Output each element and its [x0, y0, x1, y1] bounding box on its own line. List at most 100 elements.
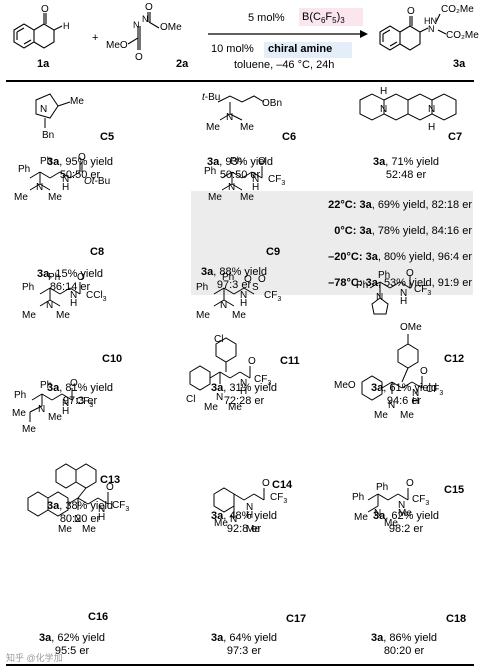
svg-text:MeO: MeO [334, 380, 356, 391]
yield-c17: 3a, 64% yield [210, 632, 278, 644]
yield-c7: 3a, 71% yield [372, 156, 440, 168]
cat1-name: B(C6F5)3 [302, 11, 345, 26]
bottom-rule [6, 664, 474, 666]
svg-text:O: O [406, 478, 414, 489]
svg-text:O: O [145, 2, 153, 13]
svg-text:CO₂Me: CO₂Me [441, 4, 474, 15]
svg-text:Ph: Ph [204, 166, 216, 177]
temp-result-2: 3a, 78% yield, 84:16 er [359, 225, 472, 237]
svg-text:Me: Me [232, 310, 246, 321]
cat-label-c5: C5 [100, 131, 115, 143]
svg-text:Me: Me [82, 524, 96, 535]
label-3a: 3a [453, 58, 466, 70]
er-c8: 86:14 er [49, 281, 91, 293]
svg-text:H: H [70, 298, 77, 309]
svg-text:N: N [133, 20, 140, 30]
svg-text:O: O [248, 356, 256, 367]
svg-text:H: H [400, 296, 407, 307]
er-c10: 97:3 er [62, 395, 98, 407]
label-1a: 1a [37, 58, 50, 70]
svg-text:CF3: CF3 [414, 284, 431, 297]
svg-text:H: H [63, 21, 70, 31]
yield-c14: 3a, 48% yield [210, 510, 278, 522]
watermark: 知乎 @化学加 [6, 653, 63, 663]
svg-text:Ph: Ph [40, 380, 52, 391]
cat-label-c16: C16 [88, 611, 109, 623]
cat-label-c8: C8 [90, 246, 105, 258]
svg-text:Me: Me [206, 122, 220, 133]
svg-text:Me: Me [22, 310, 36, 321]
cat-label-c12: C12 [444, 353, 465, 365]
yield-c5: 3a, 95% yield [46, 156, 114, 168]
svg-text:N: N [230, 514, 237, 525]
er-c13: 80:20 er [59, 513, 101, 525]
reaction-scheme: O H MeO O N N O OMe O HN CO₂Me N CO₂Me [13, 2, 479, 63]
svg-text:Me: Me [14, 192, 28, 203]
er-c15: 98:2 er [388, 523, 424, 535]
yield-c18: 3a, 86% yield [370, 632, 438, 644]
svg-text:N: N [240, 290, 247, 301]
svg-text:H: H [62, 406, 69, 417]
svg-text:Ph: Ph [222, 272, 234, 283]
svg-text:Cl: Cl [186, 394, 195, 405]
svg-text:N: N [62, 174, 69, 185]
svg-text:O: O [407, 6, 415, 17]
svg-text:CF3: CF3 [270, 492, 287, 505]
svg-text:Ph: Ph [356, 280, 368, 291]
cat2-highlight [264, 42, 352, 58]
svg-text:CO₂Me: CO₂Me [446, 30, 479, 41]
cat-label-c14: C14 [272, 479, 293, 491]
svg-text:Me: Me [48, 412, 62, 423]
svg-text:OMe: OMe [160, 22, 182, 33]
svg-text:H: H [380, 86, 387, 97]
svg-text:OBn: OBn [262, 98, 282, 109]
cat-label-c9: C9 [266, 246, 281, 258]
svg-text:Me: Me [240, 192, 254, 203]
cat1-highlight [299, 8, 363, 26]
svg-text:N: N [398, 500, 405, 511]
svg-text:H: H [240, 386, 247, 397]
er-c7: 52:48 er [385, 169, 427, 181]
svg-text:Ph: Ph [196, 282, 208, 293]
er-c18: 80:20 er [383, 645, 425, 657]
svg-text:N: N [142, 14, 149, 24]
svg-text:Me: Me [12, 408, 26, 419]
yield-c16: 3a, 62% yield [38, 632, 106, 644]
er-c11: 72:28 er [223, 395, 265, 407]
svg-text:N: N [74, 514, 81, 525]
svg-text:N: N [98, 504, 105, 515]
er-c17: 97:3 er [226, 645, 262, 657]
yield-c9: 3a, 88% yield [200, 266, 268, 278]
cat2-loading: 10 mol% [211, 43, 254, 55]
svg-text:N: N [400, 288, 407, 299]
svg-text:CF3: CF3 [254, 374, 271, 387]
svg-text:N: N [220, 300, 227, 311]
svg-text:N: N [36, 182, 43, 193]
svg-text:Ph: Ph [376, 482, 388, 493]
svg-text:Me: Me [400, 410, 414, 421]
svg-text:N: N [40, 104, 47, 115]
svg-text:Ot-Bu: Ot-Bu [84, 176, 110, 187]
svg-text:H: H [252, 182, 259, 193]
svg-text:Me: Me [384, 518, 398, 529]
temp-result-1: 3a, 69% yield, 82:18 er [359, 199, 472, 211]
svg-text:OMe: OMe [400, 322, 422, 333]
svg-text:CF3: CF3 [268, 174, 285, 187]
temp-result-4: 3a, 53% yield, 91:9 er [365, 277, 472, 289]
svg-text:MeO: MeO [106, 40, 128, 51]
svg-text:Me: Me [398, 508, 412, 519]
svg-text:Me: Me [214, 518, 228, 529]
temp-row-3: –20°C: 3a, 80% yield, 96:4 er [328, 251, 472, 263]
svg-text:S: S [252, 282, 259, 293]
er-c9: 97:3 er [216, 279, 252, 291]
svg-text:O: O [41, 4, 49, 15]
svg-text:N: N [62, 398, 69, 409]
